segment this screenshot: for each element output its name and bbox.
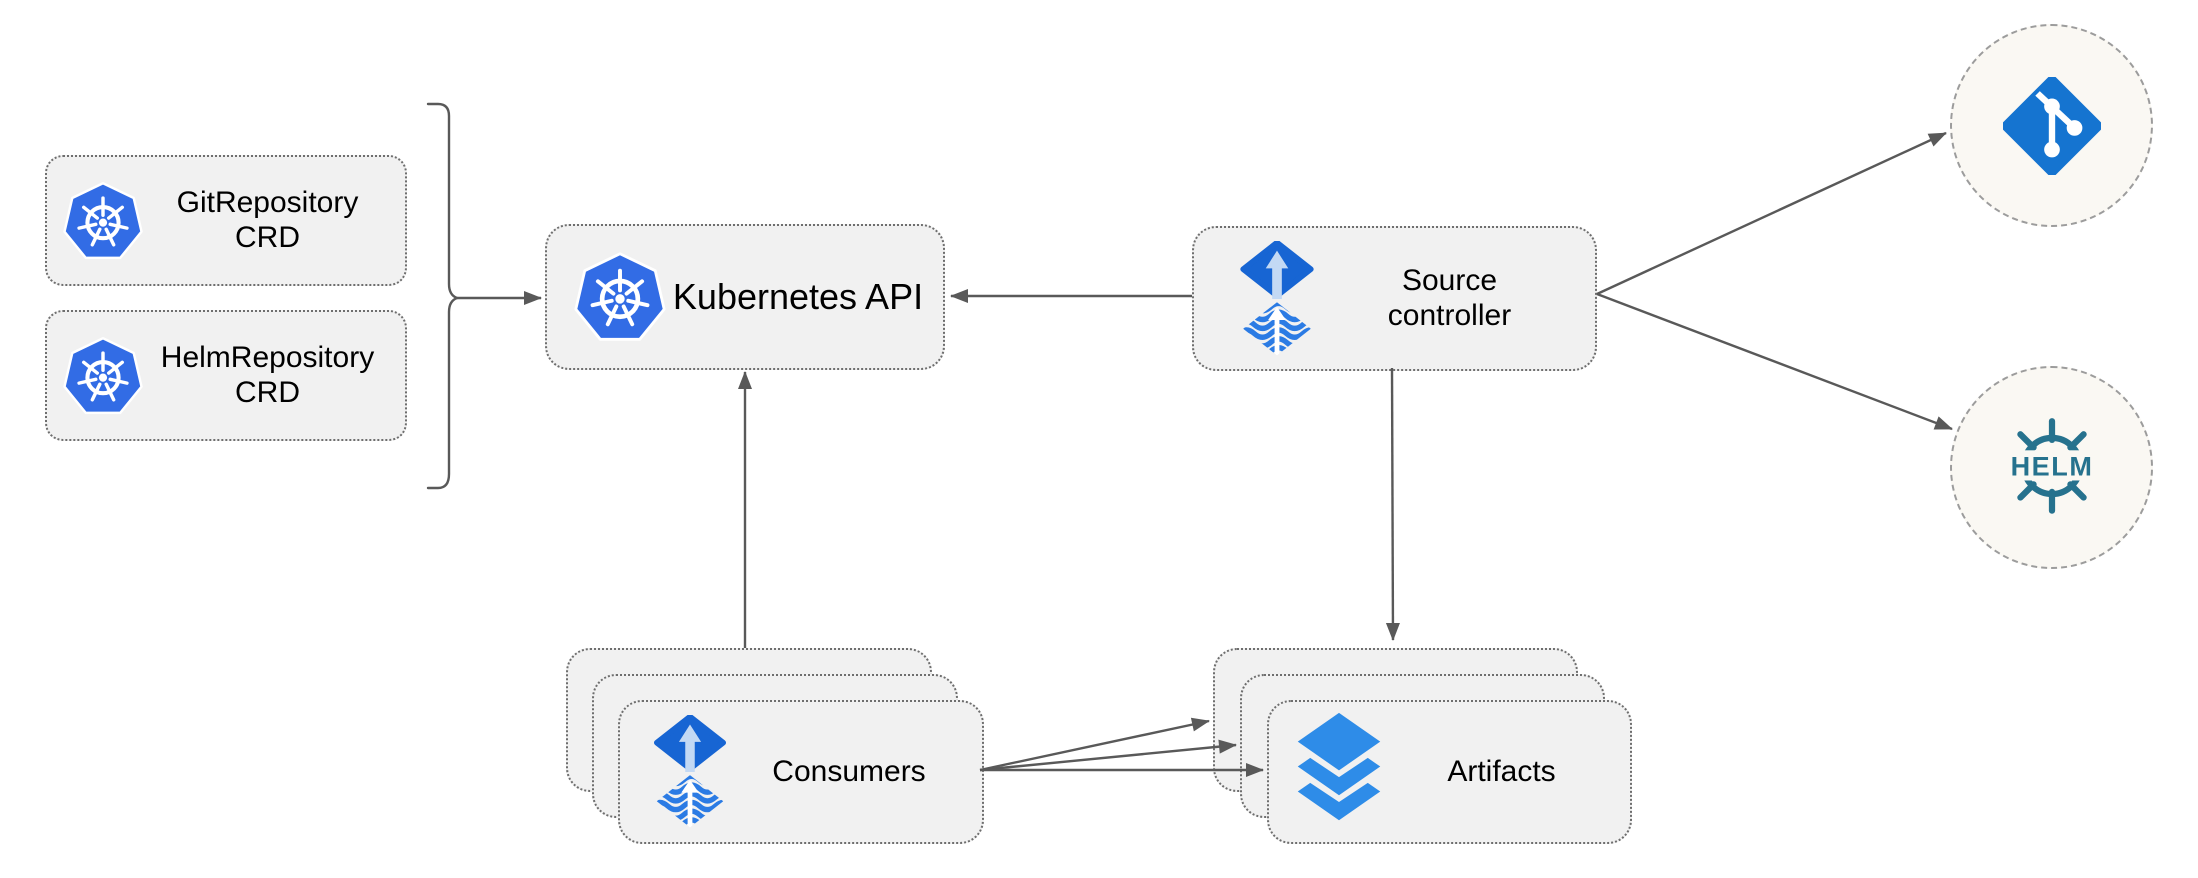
node-git-remote (1950, 24, 2153, 227)
node-git-repository-crd-label: GitRepository CRD (176, 185, 359, 254)
node-source-controller-label: Source controller (1387, 263, 1512, 332)
kubernetes-icon (62, 178, 144, 264)
node-kubernetes-api-label: Kubernetes API (672, 276, 924, 318)
kubernetes-icon (62, 333, 144, 419)
edge-source-controller-to-helm-remote (1596, 292, 1953, 431)
node-helm-repository-crd: HelmRepository CRD (45, 310, 407, 441)
edge-consumers-to-artifacts-2 (979, 739, 1237, 772)
flux-source-icon (650, 715, 730, 829)
node-consumers: Consumers (618, 700, 984, 844)
git-icon (2002, 76, 2101, 175)
node-consumers-label: Consumers (772, 754, 926, 788)
edge-source-controller-to-git-remote (1596, 131, 1947, 296)
node-kubernetes-api: Kubernetes API (545, 224, 945, 370)
flux-source-icon (1236, 240, 1318, 357)
kubernetes-icon (573, 248, 667, 346)
node-source-controller: Source controller (1192, 226, 1597, 371)
node-artifacts: Artifacts (1267, 700, 1632, 844)
brace-crds (426, 102, 461, 490)
edge-source-controller-to-artifacts (1385, 367, 1400, 641)
node-artifacts-label: Artifacts (1447, 754, 1556, 788)
layers-icon (1291, 712, 1387, 821)
node-helm-remote: HELM (1950, 366, 2153, 569)
node-git-repository-crd: GitRepository CRD (45, 155, 407, 286)
edge-consumers-to-artifacts-1 (979, 717, 1210, 772)
helm-icon: HELM (1999, 416, 2104, 520)
helm-logo-text: HELM (2010, 451, 2093, 481)
node-helm-repository-crd-label: HelmRepository CRD (160, 340, 375, 409)
